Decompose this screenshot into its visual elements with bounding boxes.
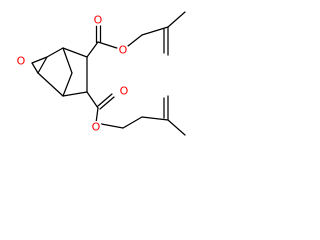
epoxide-oxygen: O — [15, 55, 27, 68]
atom-label-o3: O — [119, 44, 128, 57]
upper-carbonyl-oxygen: O — [92, 14, 104, 27]
lower-ester-oxygen: O — [90, 121, 102, 134]
chemical-structure-diagram: O O O O O — [15, 11, 186, 136]
upper-ester-oxygen: O — [117, 44, 129, 57]
atom-label-o2: O — [94, 14, 103, 27]
atom-labels: O O O O O — [15, 14, 130, 134]
bicyclic-core — [37, 47, 88, 97]
lower-ester-group — [86, 91, 186, 136]
upper-ester-group — [86, 11, 186, 58]
atom-label-o4: O — [120, 85, 129, 98]
epoxide-ring — [31, 56, 48, 74]
atom-label-o1: O — [17, 55, 26, 68]
lower-carbonyl-oxygen: O — [118, 85, 130, 98]
atom-label-o5: O — [92, 121, 101, 134]
